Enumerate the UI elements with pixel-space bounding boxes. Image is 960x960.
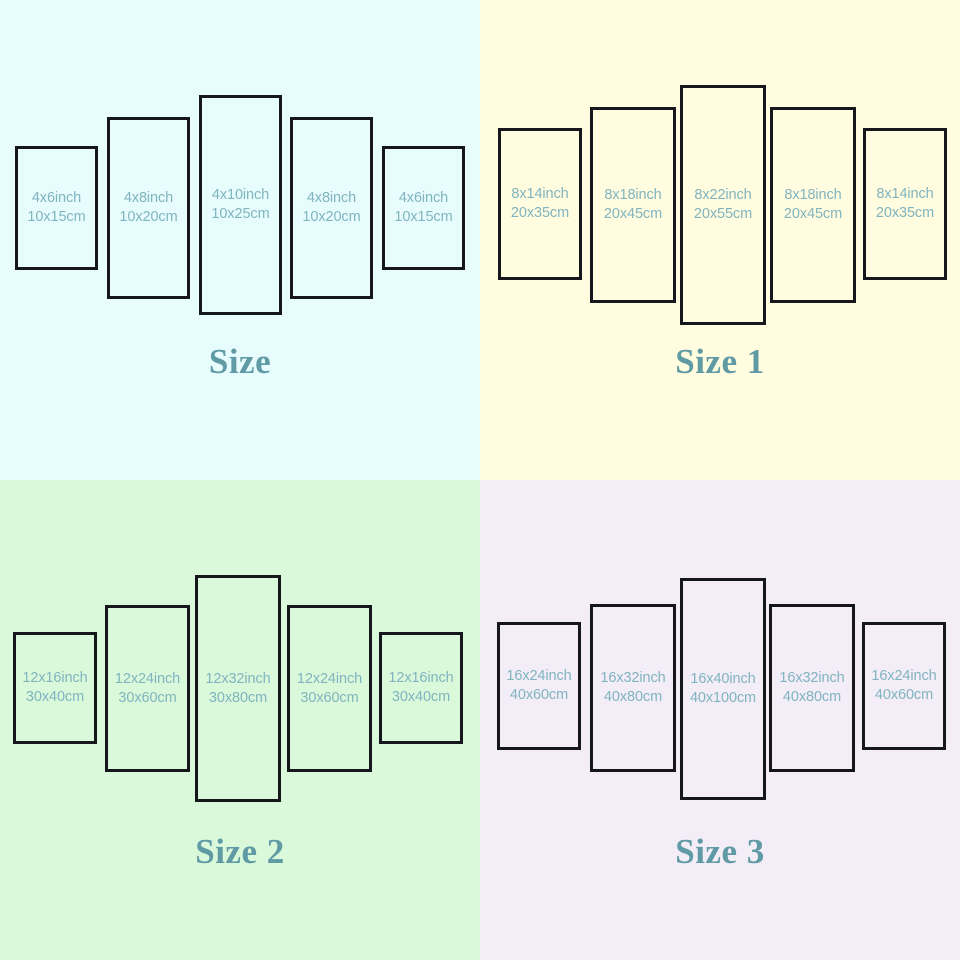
panel-size-inch: 16x32inch bbox=[600, 670, 666, 687]
panel-size-label: 12x32inch 30x80cm bbox=[205, 670, 270, 707]
canvas-panel[interactable]: 8x22inch 20x55cm bbox=[680, 85, 766, 325]
panel-size-label: 16x24inch 40x60cm bbox=[871, 667, 936, 704]
canvas-panel[interactable]: 4x8inch 10x20cm bbox=[290, 117, 373, 299]
panel-size-label: 12x16inch 30x40cm bbox=[388, 669, 453, 706]
panel-size-label: 8x14inch 20x35cm bbox=[876, 185, 934, 222]
panel-size-inch: 12x16inch bbox=[388, 670, 454, 687]
panel-size-cm: 40x60cm bbox=[509, 687, 569, 703]
panel-size-label: 4x6inch 10x15cm bbox=[394, 189, 452, 226]
panel-size-cm: 40x60cm bbox=[874, 687, 934, 703]
panel-group-size-2: 12x16inch 30x40cm 12x24inch 30x60cm 12x32inc… bbox=[0, 480, 480, 960]
panel-size-label: 8x14inch 20x35cm bbox=[511, 185, 569, 222]
panel-size-inch: 12x24inch bbox=[114, 670, 181, 687]
panel-size-inch: 12x16inch bbox=[22, 670, 88, 687]
canvas-panel[interactable]: 4x6inch 10x15cm bbox=[15, 146, 98, 270]
canvas-panel[interactable]: 12x24inch 30x60cm bbox=[105, 605, 190, 772]
panel-size-cm: 10x20cm bbox=[119, 209, 178, 225]
canvas-panel[interactable]: 4x10inch 10x25cm bbox=[199, 95, 282, 315]
canvas-panel[interactable]: 16x24inch 40x60cm bbox=[497, 622, 581, 750]
quadrant-size-2: 12x16inch 30x40cm 12x24inch 30x60cm 12x32inc… bbox=[0, 480, 480, 960]
panel-size-inch: 16x40inch bbox=[690, 671, 756, 688]
panel-size-cm: 20x45cm bbox=[783, 206, 843, 222]
panel-size-cm: 10x15cm bbox=[394, 209, 453, 225]
quadrant-title-size-2: Size 2 bbox=[195, 832, 285, 871]
panel-size-cm: 20x55cm bbox=[693, 206, 753, 222]
panel-size-inch: 16x32inch bbox=[779, 670, 845, 687]
panel-size-label: 16x24inch 40x60cm bbox=[506, 667, 571, 704]
canvas-panel[interactable]: 8x14inch 20x35cm bbox=[863, 128, 947, 280]
panel-group-size-3: 16x24inch 40x60cm 16x32inch 40x80cm 16x40inc… bbox=[480, 480, 960, 960]
panel-size-cm: 40x80cm bbox=[603, 689, 663, 705]
quadrant-title-size-1: Size 1 bbox=[675, 342, 765, 381]
canvas-panel[interactable]: 8x14inch 20x35cm bbox=[498, 128, 582, 280]
panel-size-label: 4x10inch 10x25cm bbox=[211, 186, 269, 223]
quadrant-size-1: 8x14inch 20x35cm 8x18inch 20x45cm 8x22inch 20… bbox=[480, 0, 960, 480]
canvas-panel[interactable]: 16x32inch 40x80cm bbox=[590, 604, 676, 772]
panel-size-inch: 8x22inch bbox=[694, 187, 752, 204]
panel-group-size-1: 8x14inch 20x35cm 8x18inch 20x45cm 8x22inch 20… bbox=[480, 0, 960, 480]
panel-size-label: 4x8inch 10x20cm bbox=[302, 189, 360, 226]
panel-size-cm: 40x100cm bbox=[689, 690, 757, 706]
quadrant-size-3: 16x24inch 40x60cm 16x32inch 40x80cm 16x40inc… bbox=[480, 480, 960, 960]
panel-size-inch: 4x6inch bbox=[398, 190, 449, 207]
panel-size-cm: 30x60cm bbox=[300, 689, 359, 706]
panel-size-cm: 20x45cm bbox=[603, 206, 663, 222]
quadrant-title-size-3: Size 3 bbox=[675, 832, 765, 871]
panel-size-inch: 4x10inch bbox=[211, 187, 270, 204]
canvas-panel[interactable]: 12x16inch 30x40cm bbox=[13, 632, 97, 744]
canvas-panel[interactable]: 4x8inch 10x20cm bbox=[107, 117, 190, 299]
quadrant-title-size: Size bbox=[208, 342, 272, 381]
panel-size-inch: 8x14inch bbox=[511, 186, 569, 203]
panel-size-label: 4x8inch 10x20cm bbox=[119, 189, 177, 226]
panel-group-size: 4x6inch 10x15cm 4x8inch 10x20cm 4x10inch 10x2… bbox=[0, 0, 480, 480]
canvas-panel[interactable]: 4x6inch 10x15cm bbox=[382, 146, 465, 270]
panel-size-label: 8x18inch 20x45cm bbox=[604, 186, 662, 223]
canvas-panel[interactable]: 16x24inch 40x60cm bbox=[862, 622, 946, 750]
panel-size-label: 12x16inch 30x40cm bbox=[22, 669, 87, 706]
panel-size-inch: 12x24inch bbox=[296, 670, 363, 687]
panel-size-inch: 4x6inch bbox=[31, 190, 82, 207]
canvas-panel[interactable]: 12x32inch 30x80cm bbox=[195, 575, 281, 802]
panel-size-inch: 8x18inch bbox=[784, 187, 842, 204]
panel-size-label: 16x32inch 40x80cm bbox=[600, 669, 665, 706]
panel-size-cm: 30x60cm bbox=[118, 689, 177, 706]
panel-size-inch: 8x14inch bbox=[876, 186, 934, 203]
panel-size-inch: 16x24inch bbox=[871, 668, 937, 685]
panel-size-cm: 10x20cm bbox=[302, 209, 361, 225]
canvas-panel[interactable]: 16x32inch 40x80cm bbox=[769, 604, 855, 772]
panel-size-cm: 30x40cm bbox=[25, 689, 85, 705]
quadrant-size: 4x6inch 10x15cm 4x8inch 10x20cm 4x10inch 10x2… bbox=[0, 0, 480, 480]
panel-size-label: 8x22inch 20x55cm bbox=[694, 186, 752, 223]
panel-size-inch: 8x18inch bbox=[604, 187, 662, 204]
panel-size-inch: 12x32inch bbox=[205, 670, 271, 687]
panel-size-inch: 4x8inch bbox=[306, 190, 357, 207]
panel-size-label: 12x24inch 30x60cm bbox=[115, 670, 180, 707]
canvas-panel[interactable]: 8x18inch 20x45cm bbox=[770, 107, 856, 303]
panel-size-label: 16x40inch 40x100cm bbox=[690, 670, 756, 707]
panel-size-cm: 20x35cm bbox=[875, 205, 935, 221]
panel-size-cm: 40x80cm bbox=[782, 689, 842, 705]
panel-size-label: 4x6inch 10x15cm bbox=[27, 189, 85, 226]
canvas-panel[interactable]: 12x24inch 30x60cm bbox=[287, 605, 372, 772]
canvas-panel[interactable]: 12x16inch 30x40cm bbox=[379, 632, 463, 744]
canvas-panel[interactable]: 16x40inch 40x100cm bbox=[680, 578, 766, 800]
panel-size-label: 12x24inch 30x60cm bbox=[297, 670, 362, 707]
panel-size-cm: 30x80cm bbox=[208, 689, 268, 706]
panel-size-inch: 16x24inch bbox=[506, 668, 572, 685]
panel-size-inch: 4x8inch bbox=[123, 190, 174, 207]
panel-size-cm: 10x25cm bbox=[211, 206, 270, 222]
panel-size-cm: 20x35cm bbox=[510, 205, 570, 221]
panel-size-cm: 10x15cm bbox=[27, 209, 86, 225]
panel-size-label: 8x18inch 20x45cm bbox=[784, 186, 842, 223]
panel-size-cm: 30x40cm bbox=[391, 689, 451, 705]
panel-size-label: 16x32inch 40x80cm bbox=[779, 669, 844, 706]
canvas-panel[interactable]: 8x18inch 20x45cm bbox=[590, 107, 676, 303]
